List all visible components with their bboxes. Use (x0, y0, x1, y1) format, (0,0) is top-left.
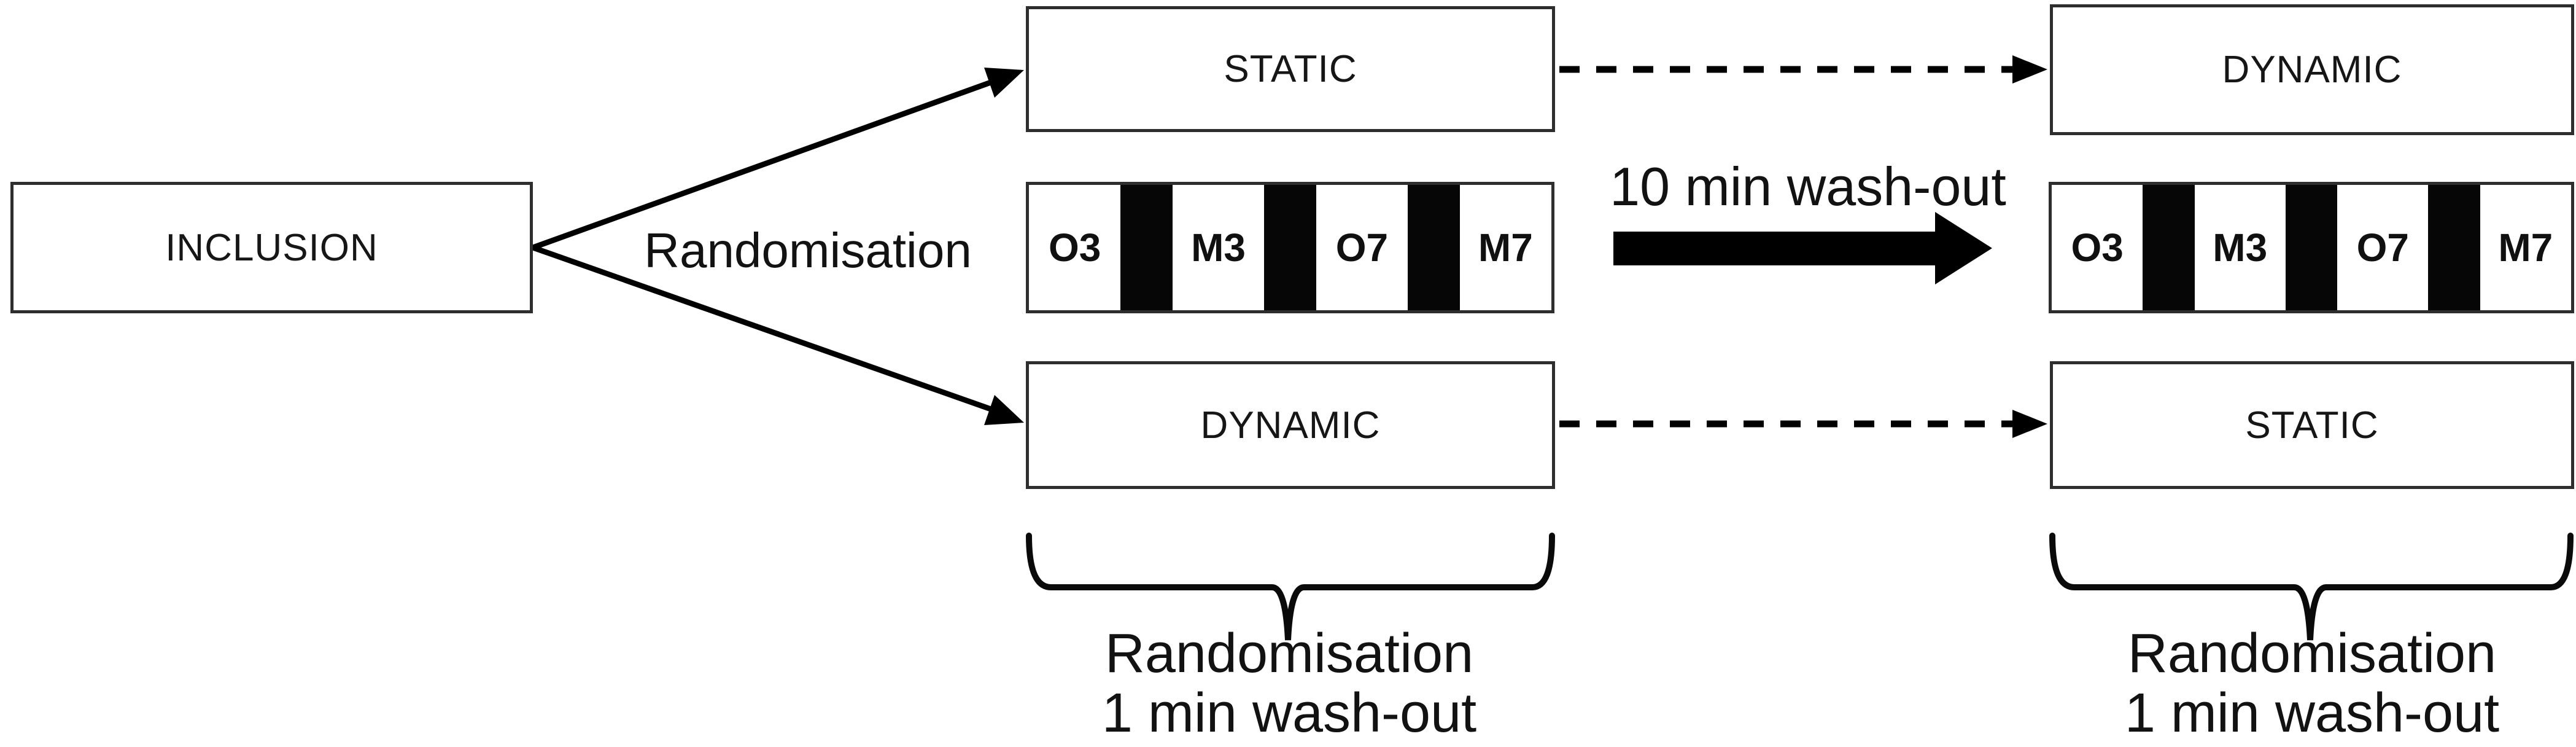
brace-session1-icon (1026, 533, 1555, 641)
sequence-cell: M3 (2194, 185, 2286, 310)
session1-arm-bottom-label: DYNAMIC (1200, 404, 1381, 447)
separator-bar (1264, 185, 1316, 310)
randomisation-label: Randomisation (644, 223, 972, 278)
sequence-cell: M7 (1459, 185, 1552, 310)
sequence-cell: O3 (1029, 185, 1121, 310)
dashed-arrow-bottom-icon (1559, 410, 2047, 438)
session2-caption-line1: Randomisation (2127, 623, 2497, 684)
inclusion-box: INCLUSION (10, 182, 533, 313)
session2-sequence-strip: O3 M3 O7 M7 (2049, 182, 2574, 313)
session1-sequence-strip: O3 M3 O7 M7 (1026, 182, 1554, 313)
separator-bar (1408, 185, 1460, 310)
sequence-cell: O7 (2337, 185, 2429, 310)
separator-bar (2143, 185, 2195, 310)
session2-arm-bottom-label: STATIC (2245, 404, 2379, 447)
dashed-arrow-top-icon (1559, 55, 2047, 84)
session1-caption-line2: 1 min wash-out (1101, 682, 1477, 744)
session1-arm-top-label: STATIC (1224, 48, 1357, 90)
session2-arm-top-label: DYNAMIC (2222, 49, 2402, 91)
session1-arm-top-box: STATIC (1026, 6, 1555, 132)
session1-brace-caption: Randomisation 1 min wash-out (1074, 624, 1504, 743)
sequence-cell: O3 (2052, 185, 2143, 310)
separator-bar (2428, 185, 2480, 310)
session2-arm-top-box: DYNAMIC (2050, 4, 2574, 135)
washout-label: 10 min wash-out (1610, 156, 2006, 217)
separator-bar (2285, 185, 2338, 310)
session1-caption-line1: Randomisation (1104, 623, 1474, 684)
separator-bar (1120, 185, 1173, 310)
brace-session2-icon (2049, 533, 2574, 641)
randomisation-arrow-top-icon (532, 68, 1024, 251)
session2-caption-line2: 1 min wash-out (2124, 682, 2500, 744)
session2-brace-caption: Randomisation 1 min wash-out (2097, 624, 2527, 743)
session2-arm-bottom-box: STATIC (2050, 361, 2574, 489)
washout-arrow-icon (1613, 212, 1992, 284)
sequence-cell: M3 (1172, 185, 1265, 310)
sequence-cell: M7 (2480, 185, 2572, 310)
inclusion-label: INCLUSION (165, 226, 378, 269)
session1-arm-bottom-box: DYNAMIC (1026, 361, 1555, 489)
sequence-cell: O7 (1316, 185, 1408, 310)
randomisation-arrow-bottom-icon (532, 244, 1024, 425)
